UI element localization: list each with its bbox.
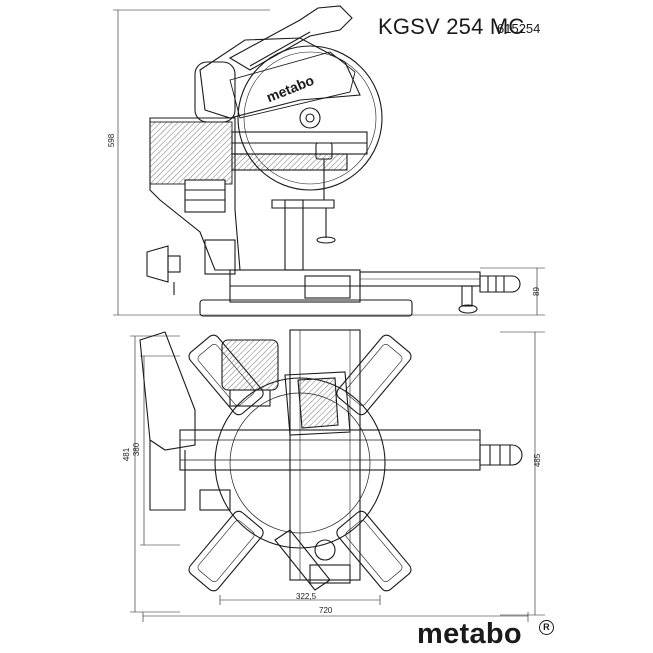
- brand-logo-text: metabo: [417, 618, 522, 650]
- dimension-top-depth-right: 485: [533, 453, 543, 468]
- top-view: [130, 329, 545, 622]
- dimension-top-depth-inner: 380: [132, 442, 142, 457]
- dimension-top-depth-outer: 481: [122, 447, 132, 462]
- registered-mark-icon: R: [539, 620, 554, 635]
- brand-logo: metabo R: [417, 618, 554, 651]
- machine-logo-label: metabo: [264, 72, 316, 105]
- dimension-side-height-total: 598: [107, 133, 117, 148]
- model-title: KGSV 254 MC: [378, 14, 525, 39]
- dimension-side-height-base: 89: [531, 287, 541, 296]
- dimension-top-width-outer: 720: [319, 606, 333, 615]
- article-number: 615254: [497, 21, 541, 36]
- dimension-top-width-inner: 322,5: [296, 592, 317, 601]
- side-view: [113, 5, 545, 317]
